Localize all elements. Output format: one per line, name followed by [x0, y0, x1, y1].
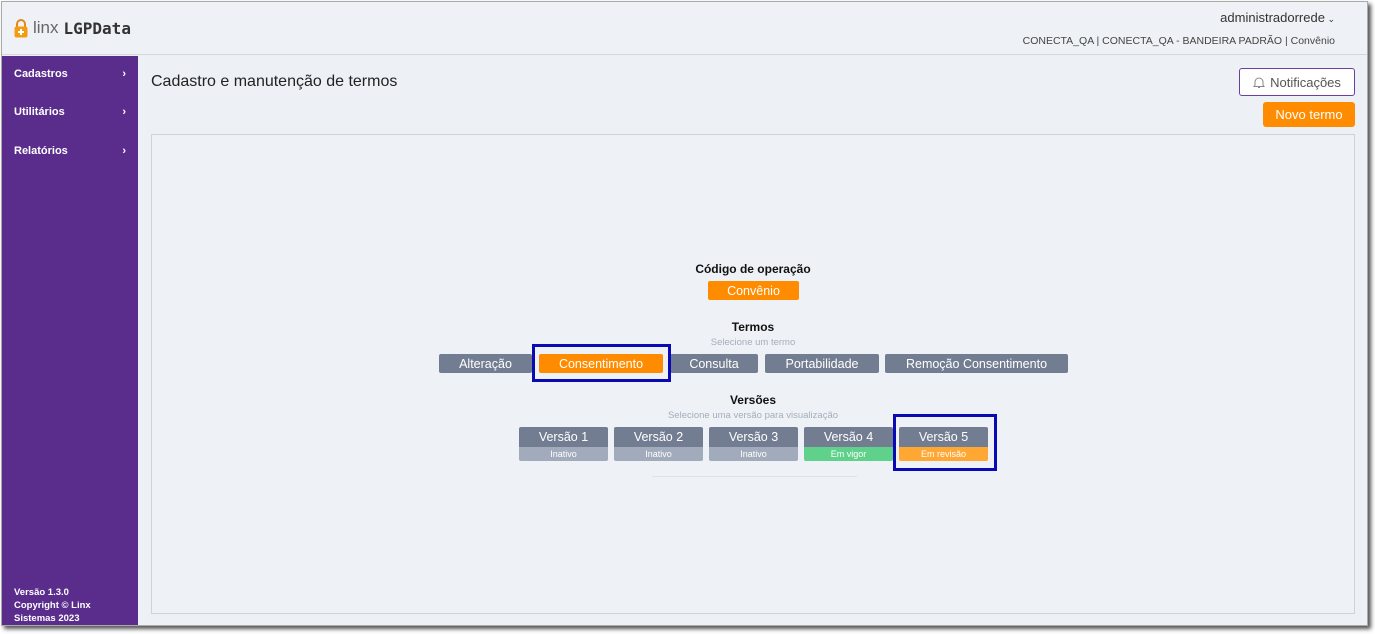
chevron-right-icon: › — [122, 106, 126, 118]
terms-hint: Selecione um termo — [710, 337, 796, 348]
sidebar-item-relatorios[interactable]: Relatórios › — [14, 145, 126, 157]
copyright-text: Copyright © Linx — [14, 600, 91, 611]
version-name: Versão 2 — [614, 427, 703, 447]
context-info: CONECTA_QA | CONECTA_QA - BANDEIRA PADRÃ… — [1022, 35, 1335, 47]
logo[interactable]: linx LGPData — [14, 18, 131, 38]
page-title: Cadastro e manutenção de termos — [151, 73, 398, 90]
versions-hint: Selecione uma versão para visualização — [667, 410, 839, 421]
versions-label: Versões — [729, 393, 777, 407]
username: administradorrede — [1220, 10, 1325, 25]
version-status-badge: Inativo — [519, 447, 608, 461]
term-remocao-consentimento[interactable]: Remoção Consentimento — [885, 354, 1068, 373]
version-status-badge: Inativo — [709, 447, 798, 461]
version-status-badge: Em revisão — [899, 447, 988, 461]
new-term-button[interactable]: Novo termo — [1263, 102, 1355, 127]
version-status-badge: Inativo — [614, 447, 703, 461]
terms-panel: Código de operação Convênio Termos Selec… — [151, 134, 1355, 614]
sidebar-item-label: Cadastros — [14, 68, 68, 80]
sidebar-footer: Versão 1.3.0 Copyright © Linx Sistemas 2… — [14, 586, 91, 625]
lock-icon — [14, 19, 28, 38]
operation-label: Código de operação — [695, 262, 811, 276]
term-portabilidade[interactable]: Portabilidade — [765, 354, 879, 373]
sidebar-item-utilitarios[interactable]: Utilitários › — [14, 106, 126, 118]
operation-button[interactable]: Convênio — [708, 281, 799, 300]
version-status-badge: Em vigor — [804, 447, 893, 461]
version-name: Versão 1 — [519, 427, 608, 447]
term-consentimento[interactable]: Consentimento — [539, 354, 663, 373]
logo-prefix: linx — [33, 18, 59, 37]
user-menu[interactable]: administradorrede ⌄ — [1220, 10, 1335, 25]
divider — [652, 476, 857, 477]
chevron-right-icon: › — [122, 145, 126, 157]
copyright-text-2: Sistemas 2023 — [14, 613, 80, 624]
version-name: Versão 4 — [804, 427, 893, 447]
logo-name: LGPData — [63, 18, 131, 38]
version-name: Versão 5 — [899, 427, 988, 447]
chevron-down-icon: ⌄ — [1324, 14, 1335, 24]
header: linx LGPData administradorrede ⌄ CONECTA… — [2, 2, 1367, 55]
sidebar-item-label: Utilitários — [14, 106, 65, 118]
version-name: Versão 3 — [709, 427, 798, 447]
highlight-box — [532, 344, 671, 382]
term-consulta[interactable]: Consulta — [670, 354, 758, 373]
bell-icon — [1253, 77, 1266, 88]
terms-label: Termos — [731, 320, 775, 334]
notifications-button[interactable]: Notificações — [1239, 68, 1355, 96]
version-text: Versão 1.3.0 — [14, 587, 69, 598]
term-alteracao[interactable]: Alteração — [439, 354, 532, 373]
sidebar-item-label: Relatórios — [14, 145, 68, 157]
sidebar-item-cadastros[interactable]: Cadastros › — [14, 68, 126, 80]
chevron-right-icon: › — [122, 68, 126, 80]
sidebar: Cadastros › Utilitários › Relatórios › Vers… — [2, 56, 138, 625]
highlight-box — [893, 414, 997, 471]
notifications-label: Notificações — [1270, 74, 1341, 90]
